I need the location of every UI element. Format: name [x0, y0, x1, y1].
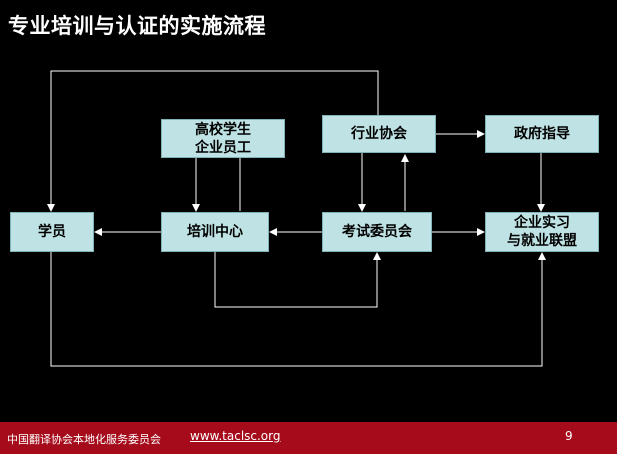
link-trainee-to-alliance	[50, 252, 546, 367]
node-label: 企业实习	[514, 215, 570, 231]
link-association-to-trainee	[47, 70, 379, 212]
node-industry-association: 行业协会	[322, 115, 436, 153]
node-label: 培训中心	[187, 224, 243, 240]
node-government-guidance: 政府指导	[485, 115, 599, 153]
footer-link[interactable]: www.taclsc.org	[190, 429, 281, 443]
node-label: 与就业联盟	[507, 233, 577, 249]
page-number: 9	[565, 429, 573, 443]
node-internship-alliance: 企业实习 与就业联盟	[485, 212, 599, 252]
node-label: 考试委员会	[342, 224, 412, 240]
node-label: 企业员工	[195, 139, 251, 156]
link-training-to-exam	[214, 252, 381, 308]
node-label: 学员	[38, 224, 66, 240]
node-exam-committee: 考试委员会	[322, 212, 432, 252]
node-student-source: 高校学生 企业员工	[161, 119, 285, 158]
slide-title: 专业培训与认证的实施流程	[8, 14, 266, 38]
footer-org: 中国翻译协会本地化服务委员会	[7, 433, 161, 446]
node-trainee: 学员	[10, 212, 94, 252]
node-label: 政府指导	[514, 126, 570, 142]
node-label: 行业协会	[351, 126, 407, 142]
node-training-center: 培训中心	[161, 212, 269, 252]
footer-bar: 中国翻译协会本地化服务委员会 www.taclsc.org 9	[0, 422, 617, 454]
node-label: 高校学生	[195, 121, 251, 138]
